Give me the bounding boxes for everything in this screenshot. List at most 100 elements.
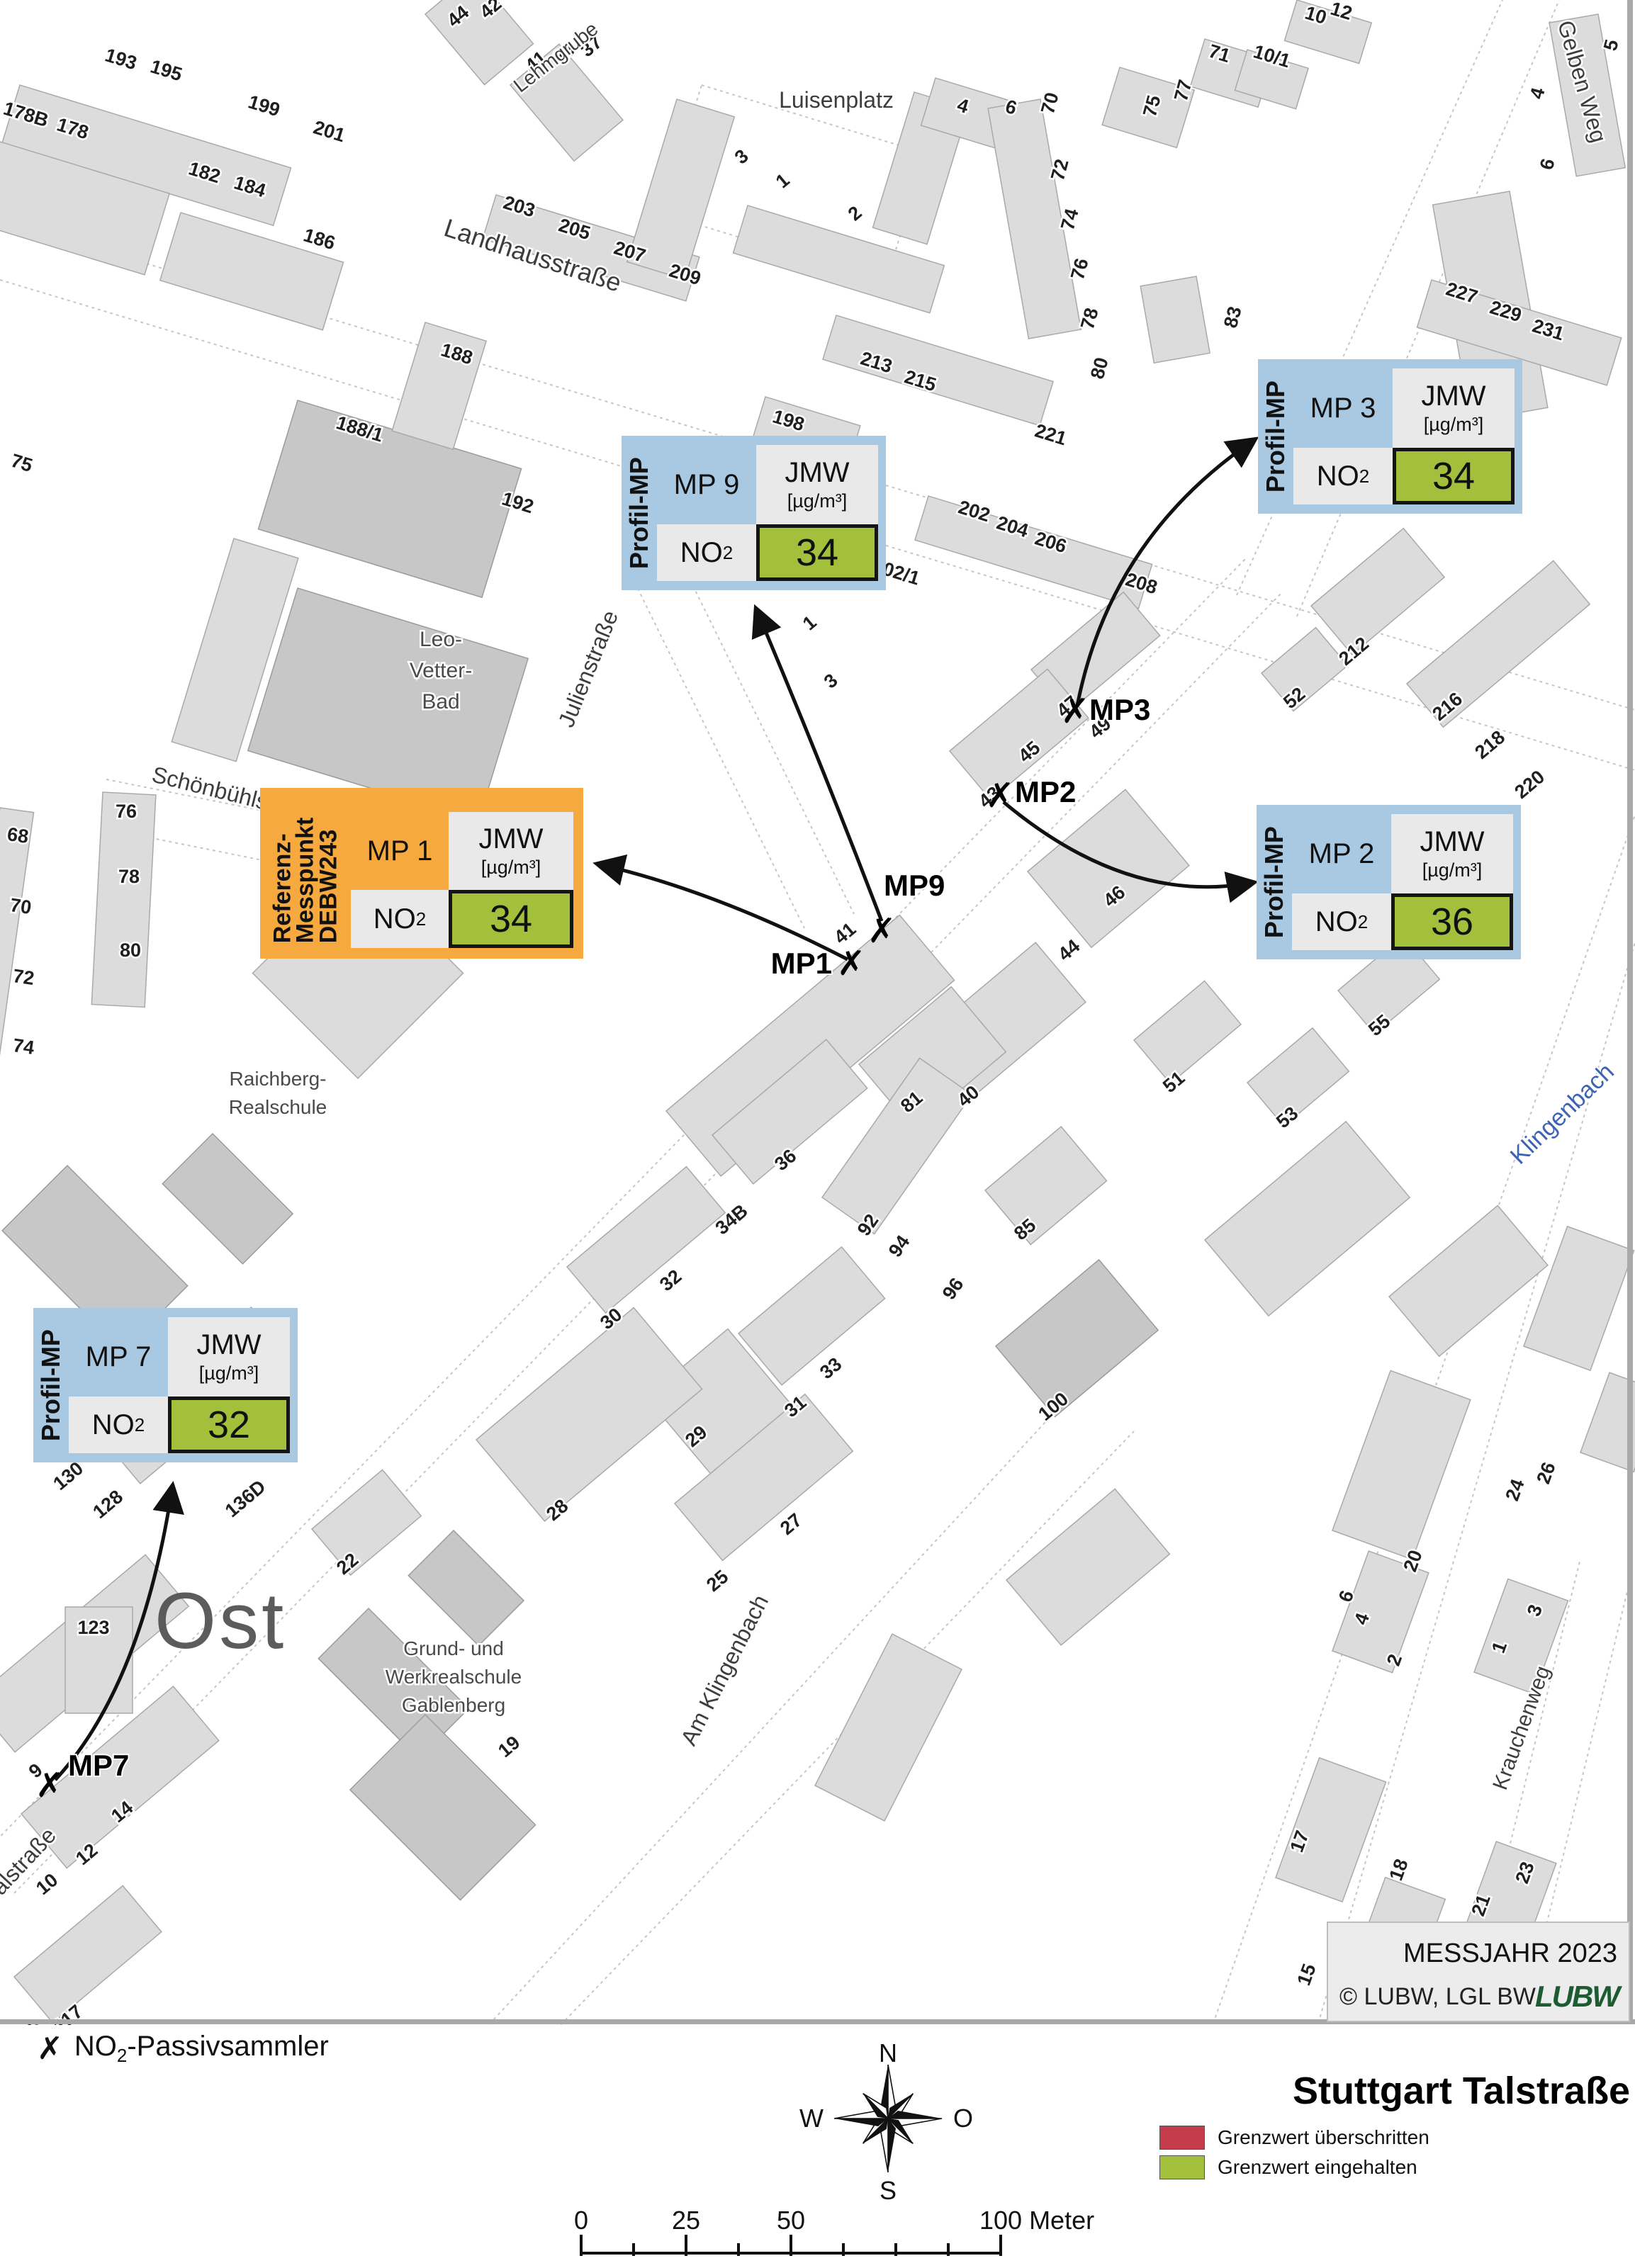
house-number: 6 bbox=[1536, 157, 1559, 172]
house-number: 26 bbox=[1532, 1460, 1559, 1486]
copyright-text: © LUBW, LGL BW bbox=[1339, 1983, 1536, 2010]
legend-exceeded-swatch bbox=[1159, 2126, 1205, 2150]
arrow-mp3 bbox=[1075, 436, 1259, 706]
house-number: 74 bbox=[11, 1034, 35, 1059]
house-number: 70 bbox=[9, 894, 33, 918]
house-number: 123 bbox=[77, 1617, 109, 1638]
place-label: Realschule bbox=[229, 1096, 327, 1118]
house-number: 80 bbox=[120, 940, 141, 961]
mp7-value: 32 bbox=[168, 1397, 290, 1453]
arrows bbox=[54, 436, 1259, 1781]
lubw-logo: LUBW bbox=[1535, 1980, 1620, 2013]
mp7-label: MP 7 bbox=[85, 1341, 152, 1372]
marker-x-icon: ✗ bbox=[867, 911, 896, 951]
place-label: Raichberg- bbox=[230, 1068, 327, 1090]
compass-rose: N W O S bbox=[799, 2038, 973, 2205]
scale-100: 100 Meter bbox=[979, 2206, 1094, 2235]
house-number: 80 bbox=[1086, 355, 1113, 381]
mp3-label: MP 3 bbox=[1310, 392, 1376, 424]
house-number: 4 bbox=[1526, 86, 1549, 101]
house-number: 78 bbox=[118, 866, 140, 887]
profil-mp3-side: Profil-MP bbox=[1260, 380, 1290, 492]
mp3-jmw-cell: JMW[µg/m³] bbox=[1393, 368, 1515, 448]
water-label-klingenbach: Klingenbach bbox=[1505, 1058, 1619, 1169]
mp9-jmw-cell: JMW[µg/m³] bbox=[756, 445, 878, 524]
scale-ticks bbox=[580, 2235, 1002, 2256]
house-number: 15 bbox=[1293, 1961, 1320, 1988]
house-number: 27 bbox=[776, 1509, 806, 1539]
passivsammler-marker-icon: ✗ bbox=[37, 2031, 63, 2067]
marker-mp9: ✗ MP9 bbox=[867, 867, 946, 951]
messjahr-text: MESSJAHR 2023 bbox=[1403, 1939, 1617, 1968]
arrow-mp2 bbox=[1002, 801, 1259, 903]
referenz-side: Referenz- Messpunkt DEBW243 bbox=[269, 817, 342, 944]
house-number: 193 bbox=[103, 44, 140, 74]
mp1-label: MP 1 bbox=[366, 835, 433, 867]
house-number: 94 bbox=[884, 1231, 914, 1261]
district-label-ost: Ost bbox=[154, 1576, 286, 1665]
house-number: 72 bbox=[11, 965, 35, 989]
passivsammler-legend: ✗ NO2-Passivsammler bbox=[37, 2031, 329, 2067]
mp2-value: 36 bbox=[1391, 893, 1513, 950]
street-label: Am Klingenbach bbox=[675, 1591, 773, 1749]
referenz-messpunkt-box: Referenz- Messpunkt DEBW243 MP 1 JMW[µg/… bbox=[260, 788, 583, 959]
arrow-mp7 bbox=[54, 1481, 184, 1781]
house-number: 199 bbox=[246, 91, 283, 120]
house-number: 78 bbox=[1077, 305, 1103, 332]
mp1-value: 34 bbox=[449, 890, 573, 948]
house-number: 220 bbox=[1510, 766, 1549, 803]
marker-mp1: ✗MP1 bbox=[770, 944, 865, 983]
marker-label: MP2 bbox=[1015, 775, 1076, 808]
legend-ok-label: Grenzwert eingehalten bbox=[1218, 2156, 1417, 2178]
house-number: 72 bbox=[1047, 157, 1073, 183]
compass-star bbox=[833, 2064, 943, 2173]
scale-bar: 0 25 50 100 Meter bbox=[574, 2206, 1094, 2256]
arrow-mp9 bbox=[751, 604, 884, 922]
mp2-label: MP 2 bbox=[1308, 837, 1375, 869]
street-label: Julienstraße bbox=[553, 607, 623, 730]
arrow-mp1 bbox=[592, 854, 849, 961]
page-title: Stuttgart Talstraße bbox=[1292, 2070, 1630, 2112]
house-number: 76 bbox=[1067, 256, 1093, 282]
marker-label: MP7 bbox=[68, 1749, 129, 1782]
profil-mp2-side: Profil-MP bbox=[1259, 826, 1288, 938]
place-label: Gablenberg bbox=[402, 1694, 505, 1716]
marker-label: MP1 bbox=[771, 947, 832, 980]
legend-ok-swatch bbox=[1159, 2155, 1205, 2179]
scale-25: 25 bbox=[672, 2206, 700, 2235]
house-number: 70 bbox=[1037, 90, 1063, 116]
house-number: 3 bbox=[820, 670, 842, 693]
marker-mp3: ✗MP3 bbox=[1061, 692, 1152, 731]
scale-0: 0 bbox=[574, 2206, 588, 2235]
house-number: 24 bbox=[1501, 1477, 1528, 1503]
mp7-jmw-cell: JMW[µg/m³] bbox=[168, 1317, 290, 1397]
house-number: 1 bbox=[772, 169, 794, 193]
street-label: Luisenplatz bbox=[779, 87, 894, 113]
mp9-label: MP 9 bbox=[673, 468, 740, 500]
house-number: 76 bbox=[116, 801, 137, 822]
house-number: 130 bbox=[49, 1457, 87, 1494]
legend-ok: Grenzwert eingehalten bbox=[1159, 2155, 1417, 2179]
house-number: 68 bbox=[6, 823, 30, 847]
house-number: 201 bbox=[311, 116, 348, 146]
city-map: 193195199201178B178182184186188188/11922… bbox=[0, 0, 1635, 2025]
marker-x-icon: ✗ bbox=[1061, 692, 1089, 731]
house-number: 75 bbox=[9, 450, 35, 476]
house-number: 33 bbox=[816, 1353, 845, 1383]
street-label: Talstraße bbox=[0, 1822, 61, 1908]
place-label: Grund- und bbox=[403, 1637, 504, 1659]
house-number: 3 bbox=[731, 145, 753, 169]
house-number: 10 bbox=[32, 1869, 62, 1899]
place-label: Werkrealschule bbox=[386, 1666, 522, 1688]
marker-label: MP9 bbox=[884, 869, 945, 902]
legend-exceeded: Grenzwert überschritten bbox=[1159, 2126, 1429, 2150]
compass-o: O bbox=[953, 2104, 973, 2133]
house-number: 19 bbox=[494, 1732, 524, 1761]
marker-x-icon: ✗ bbox=[35, 1766, 64, 1805]
mp1-jmw-cell: JMW[µg/m³] bbox=[449, 812, 573, 890]
